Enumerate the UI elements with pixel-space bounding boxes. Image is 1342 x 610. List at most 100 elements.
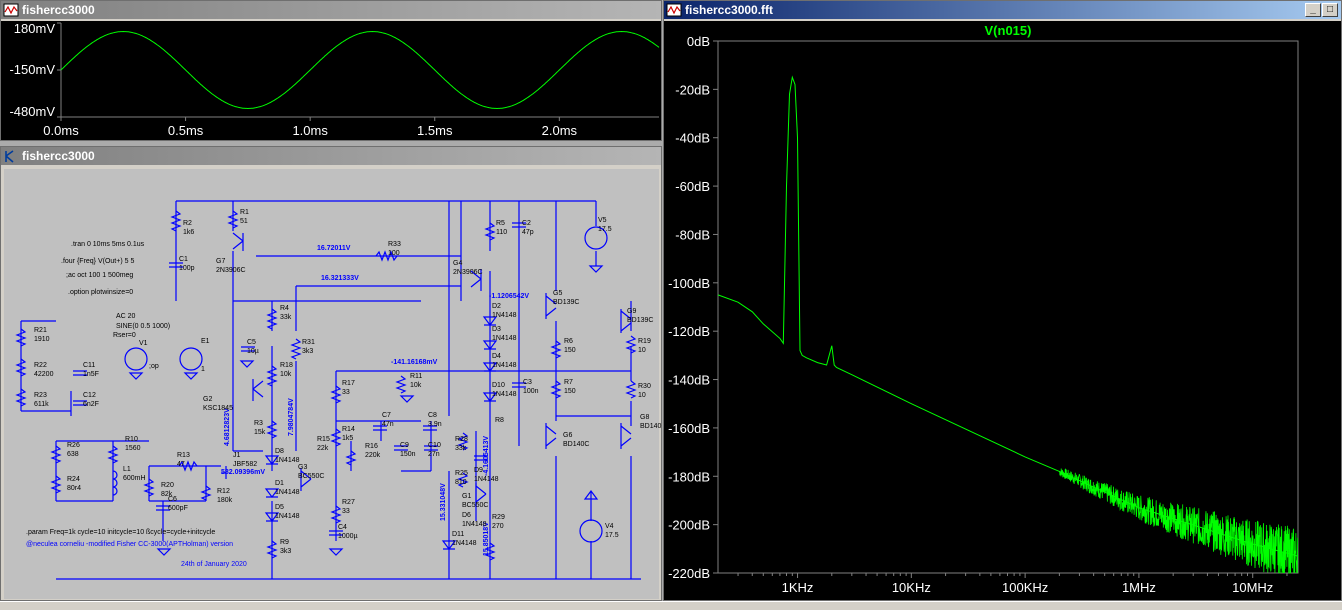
y-tick-label: -180dB xyxy=(668,469,710,484)
diode-ref: D3 xyxy=(492,326,501,333)
x-tick-label: 2.0ms xyxy=(542,123,578,138)
schematic-title-bar[interactable]: fishercc3000 xyxy=(1,147,661,165)
component-value: BC550C xyxy=(298,473,324,480)
component-value: 600mH xyxy=(123,475,146,482)
component-value: 100 xyxy=(388,250,400,257)
component-ref: R17 xyxy=(342,380,355,387)
component-ref: C7 xyxy=(382,412,391,419)
node-voltage-label: 582.09396mV xyxy=(221,469,265,476)
x-tick-label: 10MHz xyxy=(1232,580,1273,595)
component-ref: G1 xyxy=(462,493,471,500)
component-ref: R23 xyxy=(34,392,47,399)
component-ref: C3 xyxy=(523,379,532,386)
plot-frame xyxy=(717,40,1299,574)
component-value: 180k xyxy=(217,497,233,504)
x-tick-label: 10KHz xyxy=(892,580,931,595)
maximize-button[interactable]: □ xyxy=(1322,3,1338,17)
component-ref: R5 xyxy=(496,220,505,227)
component-ref: R1 xyxy=(240,209,249,216)
node-voltage-label: 15.331048V xyxy=(440,483,447,521)
fft-plot[interactable]: V(n015)0dB-20dB-40dB-60dB-80dB-100dB-120… xyxy=(664,21,1341,600)
component-ref: R11 xyxy=(410,373,422,380)
component-ref: R18 xyxy=(280,362,293,369)
component-ref: G7 xyxy=(216,258,225,265)
ground-symbols xyxy=(128,265,604,556)
spice-directive: ;ac oct 100 1 500meg xyxy=(66,272,133,279)
source-v1 xyxy=(124,347,148,371)
diode-value: 1N4148 xyxy=(275,513,300,520)
diode-ref: D8 xyxy=(275,448,284,455)
node-voltage-label: 16.72011V xyxy=(317,245,351,252)
component-ref: C4 xyxy=(338,524,347,531)
component-ref: C5 xyxy=(247,339,256,346)
component-value: 10k xyxy=(280,371,292,378)
component-ref: C11 xyxy=(83,362,95,369)
schematic-canvas[interactable]: .tran 0 10ms 5ms 0.1us.four {Freq} V(Out… xyxy=(4,169,662,599)
diode-value: 1N4148 xyxy=(474,476,499,483)
diode-value: 1N4148 xyxy=(492,312,517,319)
source-ac-label: AC 20 xyxy=(116,313,136,320)
schematic-labels: .tran 0 10ms 5ms 0.1us.four {Freq} V(Out… xyxy=(26,209,662,568)
component-value: BD140 xyxy=(640,423,662,430)
x-tick-label: 1.5ms xyxy=(417,123,453,138)
transistor-symbols xyxy=(221,232,632,506)
component-ref: L1 xyxy=(123,466,131,473)
schematic-icon xyxy=(4,149,18,163)
fft-window[interactable]: fishercc3000.fft _ □ V(n015)0dB-20dB-40d… xyxy=(663,0,1342,601)
schematic-window[interactable]: fishercc3000 xyxy=(0,146,662,601)
component-ref: R21 xyxy=(34,327,47,334)
source-ref-label: V1 xyxy=(139,340,148,347)
y-tick-label: -200dB xyxy=(668,518,710,533)
component-ref: C10 xyxy=(428,442,441,449)
component-value: JBF582 xyxy=(233,461,257,468)
component-value: BD139C xyxy=(553,299,579,306)
component-ref: G2 xyxy=(203,396,212,403)
node-voltage-label: 7.9804784V xyxy=(288,398,295,436)
inductor-symbol xyxy=(112,470,118,496)
component-value: 2N3906C xyxy=(453,269,483,276)
component-ref: R7 xyxy=(564,379,573,386)
diode-value: 1N4148 xyxy=(275,457,300,464)
diode-ref: D4 xyxy=(492,353,501,360)
minimize-icon: _ xyxy=(1310,4,1316,15)
x-tick-label: 1.0ms xyxy=(292,123,328,138)
component-value: 1910 xyxy=(34,336,50,343)
wire xyxy=(20,320,149,502)
diode-value: 1N4148 xyxy=(275,489,300,496)
component-value: 150 xyxy=(564,388,576,395)
source-sine-label: SINE(0 0.5 1000) xyxy=(116,323,170,330)
transient-title-bar[interactable]: fishercc3000 xyxy=(1,1,661,19)
component-ref: R33 xyxy=(388,241,401,248)
diode-value: 1N4148 xyxy=(492,391,517,398)
schematic-title: fishercc3000 xyxy=(22,149,95,163)
component-value: 47n xyxy=(382,421,394,428)
component-value: 1560 xyxy=(125,445,141,452)
component-value: 110 xyxy=(496,229,507,236)
arrow-icon xyxy=(583,490,599,500)
op-directive: ;op xyxy=(149,363,159,370)
component-value: 611k xyxy=(34,401,49,408)
diode-ref: D1 xyxy=(275,480,284,487)
wire xyxy=(336,370,631,417)
diode-ref: D6 xyxy=(462,512,471,519)
component-ref: R28 xyxy=(455,436,468,443)
component-value: 1n5F xyxy=(83,371,99,378)
diode-value: 1N4148 xyxy=(492,335,517,342)
minimize-button[interactable]: _ xyxy=(1305,3,1321,17)
component-ref: R8 xyxy=(495,417,504,424)
component-ref: G5 xyxy=(553,290,562,297)
component-value: 10µ xyxy=(247,348,259,355)
component-value: 82k xyxy=(161,491,173,498)
x-tick-label: 100KHz xyxy=(1002,580,1048,595)
source-v5 xyxy=(584,226,608,250)
trace-label: V(n015) xyxy=(985,23,1032,38)
param-directive: .param Freq=1k cycle=10 initcycle=10 ßcy… xyxy=(26,529,215,536)
component-ref: R29 xyxy=(492,514,505,521)
node-voltage-label: 16.321333V xyxy=(321,275,359,282)
x-tick-label: 1KHz xyxy=(782,580,814,595)
diode-ref: D5 xyxy=(275,504,284,511)
node-voltage-label: -4.1605413V xyxy=(483,436,490,476)
fft-title-bar[interactable]: fishercc3000.fft _ □ xyxy=(664,1,1341,19)
